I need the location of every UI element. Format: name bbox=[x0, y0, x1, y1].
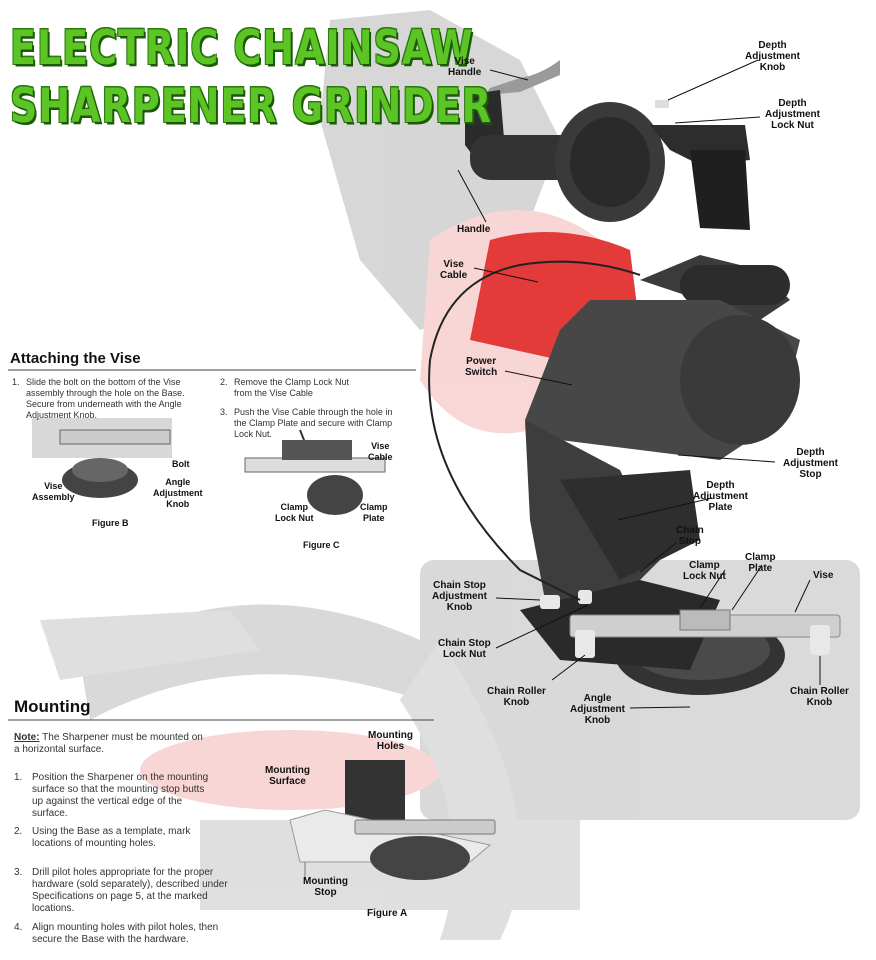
mounting-step-4-number: 4. bbox=[14, 922, 23, 933]
mounting-note-label: Note: bbox=[14, 732, 40, 743]
label-chain-roller-knob-right: Chain Roller Knob bbox=[790, 686, 849, 708]
label-clamp-lock-nut: Clamp Lock Nut bbox=[683, 560, 726, 582]
vise-handle-assembly-image bbox=[465, 60, 750, 230]
label-handle: Handle bbox=[457, 224, 491, 235]
figure-b-caption: Figure B bbox=[92, 518, 129, 528]
mounting-step-3: Drill pilot holes appropriate for the pr… bbox=[32, 867, 228, 914]
mounting-step-2: Using the Base as a template, mark locat… bbox=[32, 826, 191, 849]
fig-b-label-vise-assembly: Vise Assembly bbox=[32, 481, 75, 502]
mounting-step-1: Position the Sharpener on the mounting s… bbox=[32, 772, 209, 819]
fig-a-label-mounting-stop: Mounting Stop bbox=[303, 876, 348, 898]
attaching-step-2-number: 2. bbox=[220, 377, 228, 387]
fig-a-label-mounting-surface: Mounting Surface bbox=[265, 765, 310, 787]
attaching-step-3-number: 3. bbox=[220, 407, 228, 417]
mounting-heading: Mounting bbox=[14, 697, 91, 716]
label-chain-stop: Chain Stop bbox=[676, 525, 704, 547]
fig-b-label-angle-knob: Angle Adjustment Knob bbox=[153, 477, 203, 509]
figure-a-image bbox=[289, 760, 496, 880]
fig-b-label-bolt: Bolt bbox=[172, 459, 190, 469]
mounting-step-3-number: 3. bbox=[14, 867, 23, 878]
label-chain-stop-lock-nut: Chain Stop Lock Nut bbox=[438, 638, 491, 660]
title-line-2: SHARPENER GRINDER bbox=[10, 78, 493, 133]
label-depth-adjustment-knob: Depth Adjustment Knob bbox=[745, 40, 800, 73]
title-line-1: ELECTRIC CHAINSAW bbox=[10, 20, 474, 75]
figure-b-image bbox=[32, 418, 172, 498]
mounting-step-2-number: 2. bbox=[14, 826, 23, 837]
figure-c-image bbox=[244, 429, 386, 515]
figure-c-caption: Figure C bbox=[303, 540, 340, 550]
attaching-vise-heading: Attaching the Vise bbox=[10, 350, 141, 367]
label-vise-handle: Vise Handle bbox=[448, 56, 482, 78]
leader-lines bbox=[457, 59, 821, 709]
attaching-step-1-number: 1. bbox=[12, 377, 20, 387]
figure-a-caption: Figure A bbox=[367, 908, 408, 919]
label-chain-roller-knob-left: Chain Roller Knob bbox=[487, 686, 546, 708]
label-angle-adjustment-knob: Angle Adjustment Knob bbox=[570, 693, 625, 726]
label-chain-stop-adjustment-knob: Chain Stop Adjustment Knob bbox=[432, 580, 487, 613]
mounting-note-text: The Sharpener must be mounted on a horiz… bbox=[14, 732, 203, 755]
attaching-step-2: Remove the Clamp Lock Nut from the Vise … bbox=[234, 377, 350, 398]
label-depth-adjustment-lock-nut: Depth Adjustment Lock Nut bbox=[765, 98, 820, 131]
label-vise-cable: Vise Cable bbox=[440, 259, 468, 281]
label-depth-adjustment-stop: Depth Adjustment Stop bbox=[783, 447, 838, 480]
attaching-step-1: Slide the bolt on the bottom of the Vise… bbox=[26, 377, 185, 420]
fig-c-label-vise-cable: Vise Cable bbox=[368, 441, 393, 462]
mounting-step-4: Align mounting holes with pilot holes, t… bbox=[32, 922, 219, 945]
main-sharpener-image bbox=[428, 232, 841, 695]
attaching-step-3: Push the Vise Cable through the hole in … bbox=[234, 407, 393, 439]
label-vise: Vise bbox=[813, 570, 834, 581]
fig-c-label-clamp-lock-nut: Clamp Lock Nut bbox=[275, 502, 314, 523]
mounting-note: Note: The Sharpener must be mounted on a… bbox=[14, 732, 204, 756]
fig-a-label-mounting-holes: Mounting Holes bbox=[368, 730, 413, 752]
label-depth-adjustment-plate: Depth Adjustment Plate bbox=[693, 480, 748, 513]
mounting-step-1-number: 1. bbox=[14, 772, 23, 783]
label-power-switch: Power Switch bbox=[465, 356, 498, 378]
fig-c-label-clamp-plate: Clamp Plate bbox=[360, 502, 388, 523]
label-clamp-plate: Clamp Plate bbox=[745, 552, 776, 574]
